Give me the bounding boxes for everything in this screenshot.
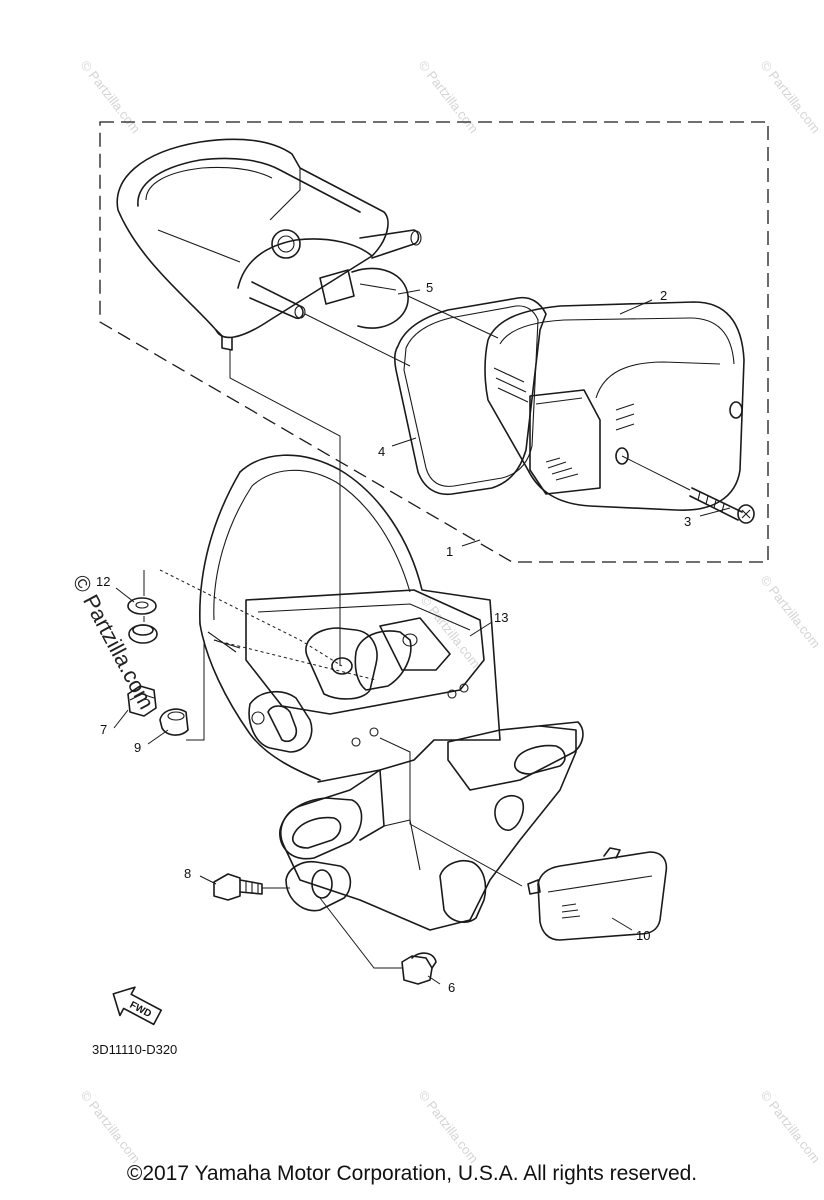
watermark: © Partzilla.com [78,58,144,136]
watermark: © Partzilla.com [758,1088,824,1166]
callout-7: 7 [100,722,107,737]
callout-6: 6 [448,980,455,995]
mounting-bolts [213,873,437,985]
callout-2: 2 [660,288,667,303]
forward-arrow: FWD [112,986,163,1026]
assembly-lines [143,295,691,969]
watermark: © Partzilla.com [758,573,824,651]
diagram-code: 3D11110-D320 [92,1042,177,1057]
lens-screw [689,487,755,524]
watermark: © Partzilla.com [418,593,484,671]
tail-bulb [319,267,409,329]
watermark: © Partzilla.com [78,1088,144,1166]
callout-labels: 1 2 3 4 5 6 7 8 9 10 12 13 [96,280,691,995]
tail-light-assembly-boundary [99,121,769,563]
callout-1: 1 [446,544,453,559]
small-hardware [127,597,189,736]
callout-12: 12 [96,574,110,589]
callout-13: 13 [494,610,508,625]
license-light [527,847,668,941]
callout-leaders [113,289,731,985]
copyright-notice: ©2017 Yamaha Motor Corporation, U.S.A. A… [126,1162,698,1185]
taillight-lens [484,301,745,511]
watermark-prominent: © Partzilla.com [68,571,160,714]
watermark: © Partzilla.com [758,58,824,136]
callout-9: 9 [134,740,141,755]
license-bracket [199,454,584,931]
callout-10: 10 [636,928,650,943]
watermark-layer: © Partzilla.com © Partzilla.com © Partzi… [68,58,824,1166]
callout-5: 5 [426,280,433,295]
callout-3: 3 [684,514,691,529]
watermark: © Partzilla.com [416,1088,482,1166]
taillight-housing [116,138,422,351]
callout-4: 4 [378,444,385,459]
callout-8: 8 [184,866,191,881]
watermark: © Partzilla.com [416,58,482,136]
